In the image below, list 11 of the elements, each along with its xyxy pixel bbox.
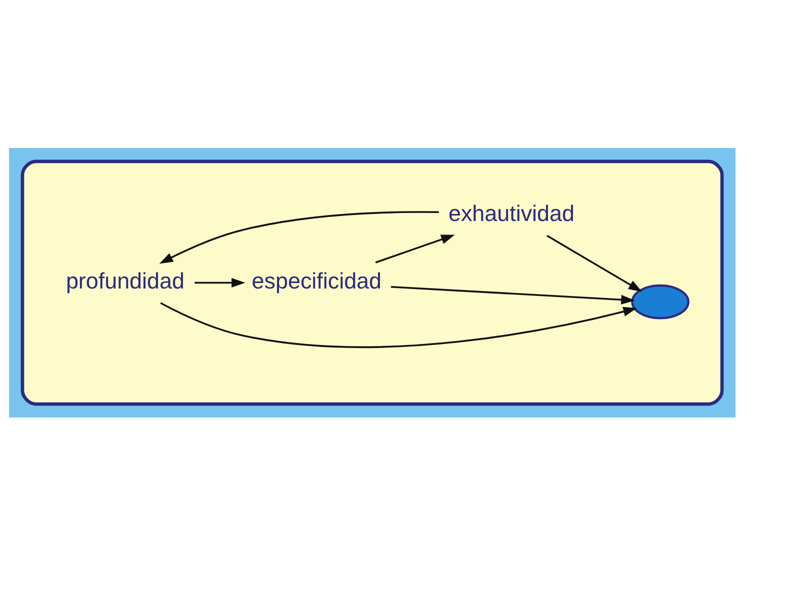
cluster — [20, 160, 724, 406]
node-text: exhautividad — [448, 200, 574, 226]
node-text: especificidad — [252, 268, 382, 294]
node-ellipse — [631, 284, 690, 320]
arrow — [546, 234, 642, 292]
node-text: profundidad — [66, 268, 184, 294]
arrow — [160, 302, 638, 348]
arrow — [194, 278, 246, 288]
arrow — [159, 211, 439, 264]
arrow — [390, 286, 635, 304]
arrow — [375, 234, 455, 264]
